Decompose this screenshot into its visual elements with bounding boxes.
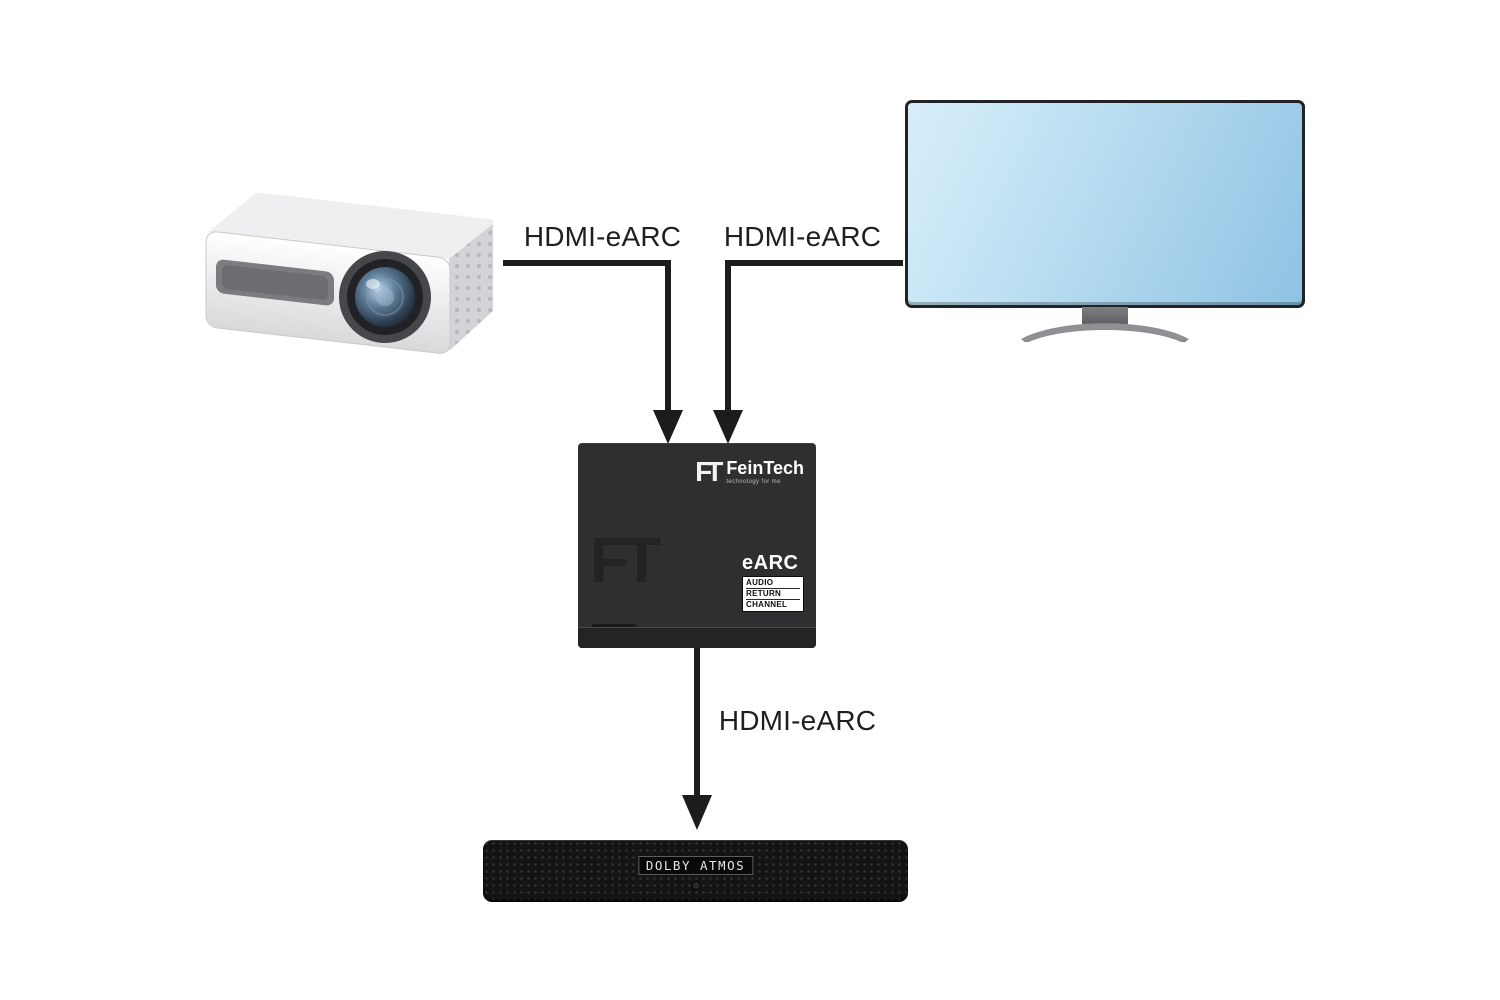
projector-top-face bbox=[208, 192, 494, 259]
tv-stand-base bbox=[1021, 323, 1189, 342]
projector-graphic bbox=[205, 192, 494, 354]
earc-badge-title: eARC bbox=[742, 552, 799, 574]
earc-badge-line: Return bbox=[746, 589, 800, 600]
feintech-logo-monogram-icon: FT bbox=[695, 456, 723, 487]
earc-badge: eARC Audio Return Channel bbox=[742, 552, 804, 612]
box-front-edge bbox=[578, 627, 816, 648]
arrowhead-tv-to-box bbox=[713, 410, 743, 444]
ft-watermark: FT bbox=[590, 524, 661, 596]
arrowhead-projector-to-box bbox=[653, 410, 683, 444]
feintech-logo-text: FeinTech technology for me bbox=[726, 458, 804, 486]
tv-stand-neck bbox=[1082, 307, 1128, 324]
tv bbox=[905, 100, 1305, 342]
hdmi-earc-label-projector: HDMI-eARC bbox=[523, 221, 682, 252]
feintech-tagline: technology for me bbox=[726, 479, 781, 485]
earc-badge-line: Audio bbox=[746, 578, 800, 589]
tv-screen bbox=[905, 100, 1305, 308]
hdmi-earc-label-tv: HDMI-eARC bbox=[723, 221, 882, 252]
soundbar: DOLBY ATMOS bbox=[483, 840, 908, 902]
connector-tv-to-box bbox=[725, 260, 903, 412]
box-front-notch bbox=[592, 624, 636, 628]
hdmi-earc-label-soundbar: HDMI-eARC bbox=[718, 705, 877, 736]
soundbar-display-text: DOLBY ATMOS bbox=[645, 858, 746, 873]
connector-projector-to-box bbox=[503, 260, 671, 412]
feintech-logo: FT FeinTech technology for me bbox=[695, 456, 804, 487]
earc-badge-sublabel: Audio Return Channel bbox=[742, 576, 804, 612]
soundbar-led bbox=[691, 881, 700, 890]
soundbar-display: DOLBY ATMOS bbox=[637, 856, 754, 875]
feintech-earc-box: FT FeinTech technology for me FT eARC Au… bbox=[578, 443, 816, 648]
projector bbox=[200, 185, 500, 355]
arrowhead-box-to-soundbar bbox=[682, 795, 712, 830]
earc-badge-line: Channel bbox=[746, 600, 788, 609]
feintech-brand-text: FeinTech bbox=[726, 458, 804, 478]
